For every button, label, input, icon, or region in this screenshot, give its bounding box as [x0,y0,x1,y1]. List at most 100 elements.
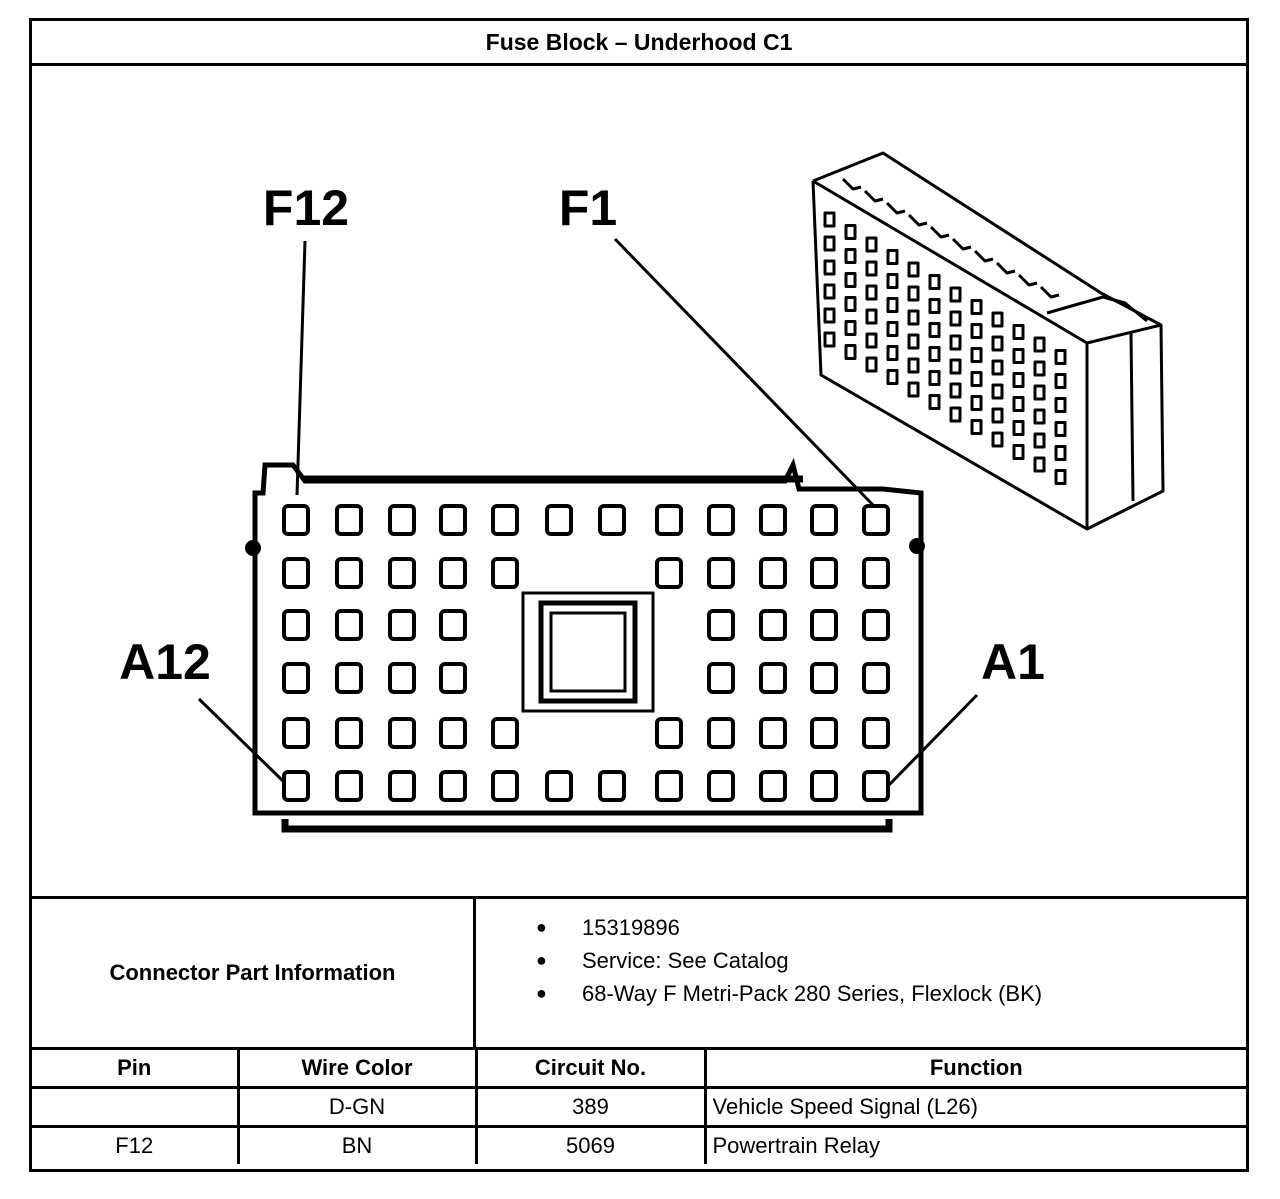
iso-pin-cavity [991,359,1004,376]
iso-pin-cavity [886,369,899,385]
iso-pin-cavity [844,320,857,336]
pin-cavity [491,504,519,536]
pin-cavity [388,557,416,589]
iso-terminal-clip [885,201,906,215]
iso-pin-cavity [844,248,857,264]
latch-tab-left [245,540,261,556]
pin-cavity [707,662,735,694]
iso-pin-cavity [1033,336,1046,353]
pin-cavity [810,717,838,749]
bullet-icon: ● [536,917,547,937]
iso-terminal-clip [973,249,994,263]
iso-pin-cavity [907,333,920,350]
connector-sheet: Fuse Block – Underhood C1 F12 F1 A12 A1 … [29,18,1249,1172]
iso-terminal-clip [841,177,862,191]
label-f1: F1 [559,180,617,236]
page-title: Fuse Block – Underhood C1 [32,21,1246,66]
iso-pin-cavity [928,322,941,338]
iso-pin-cavity [865,308,878,325]
table-row: F12 BN 5069 Powertrain Relay [32,1125,1246,1164]
pin-cavity [810,504,838,536]
pin-cavity [707,557,735,589]
pin-cavity [282,557,310,589]
pin-cavity [388,770,416,802]
iso-pin-cavity [949,334,962,351]
center-key-frame [521,591,655,713]
cell-circuit-no: 389 [474,1086,707,1128]
pin-cavity [545,504,573,536]
pin-cavity [707,717,735,749]
pin-cavity [862,557,890,589]
pin-cavity [707,609,735,641]
list-item: ● 15319896 [476,911,1246,944]
pin-cavity [282,770,310,802]
service-info: Service: See Catalog [582,948,789,973]
iso-terminal-clip [1017,273,1038,287]
iso-pin-cavity [928,298,941,314]
iso-pin-cavity [1012,444,1025,460]
iso-pin-cavity [1054,445,1067,461]
pin-cavity [707,770,735,802]
pin-cavity [282,662,310,694]
iso-pin-cavity [865,236,878,253]
iso-pin-cavity [949,406,962,423]
iso-pin-cavity [949,358,962,375]
iso-pin-cavity [1033,360,1046,377]
latch-tab-right [909,538,925,554]
pin-cavity [759,609,787,641]
pin-cavity [282,717,310,749]
leader-line-f1 [613,237,875,507]
pin-cavity [862,609,890,641]
iso-pin-cavity [907,285,920,302]
pin-cavity [439,504,467,536]
pin-cavity [439,609,467,641]
iso-pin-cavity [991,431,1004,448]
cell-circuit-no: 5069 [474,1125,707,1164]
label-f12: F12 [263,180,349,236]
iso-pin-cavity [886,249,899,265]
iso-terminal-clip [1039,285,1060,299]
iso-pin-cavity [865,332,878,349]
pin-cavity [810,609,838,641]
pin-cavity [491,770,519,802]
pin-cavity [862,770,890,802]
pin-cavity [335,717,363,749]
connector-info-label: Connector Part Information [32,899,476,1047]
iso-pin-cavity [823,235,836,252]
pin-cavity [491,557,519,589]
pin-cavity [655,770,683,802]
iso-terminal-clip [863,189,884,203]
iso-pin-cavity [1054,373,1067,389]
iso-pin-cavity [1033,456,1046,473]
pin-cavity [388,504,416,536]
pin-cavity [335,557,363,589]
iso-pin-cavity [823,307,836,324]
iso-pin-cavity [823,211,836,228]
iso-pin-cavity [949,286,962,303]
connector-description: 68-Way F Metri-Pack 280 Series, Flexlock… [582,981,1043,1006]
column-header-function: Function [703,1050,1246,1089]
iso-pin-cavity [928,370,941,386]
iso-pin-cavity [970,347,983,363]
list-item: ●68-Way F Metri-Pack 280 Series, Flexloc… [476,977,1246,1010]
iso-pin-cavity [844,296,857,312]
iso-lock-cap [1046,295,1148,323]
part-number: 15319896 [582,915,680,940]
iso-pin-cavity [1033,384,1046,401]
iso-pin-cavity [907,261,920,278]
pin-cavity [810,770,838,802]
leader-line-a12 [197,697,285,783]
iso-pin-cavity [991,335,1004,352]
pin-cavity [598,770,626,802]
pin-cavity [759,770,787,802]
connector-isometric-view [811,151,1165,531]
iso-pin-cavity [970,395,983,411]
pin-cavity [655,717,683,749]
cell-pin [32,1086,240,1128]
iso-terminal-clip [907,213,928,227]
iso-pin-cavity [1012,396,1025,412]
pin-cavity [655,557,683,589]
column-header-pin: Pin [32,1050,240,1089]
cell-function: Vehicle Speed Signal (L26) [703,1086,1246,1128]
pin-cavity [335,770,363,802]
